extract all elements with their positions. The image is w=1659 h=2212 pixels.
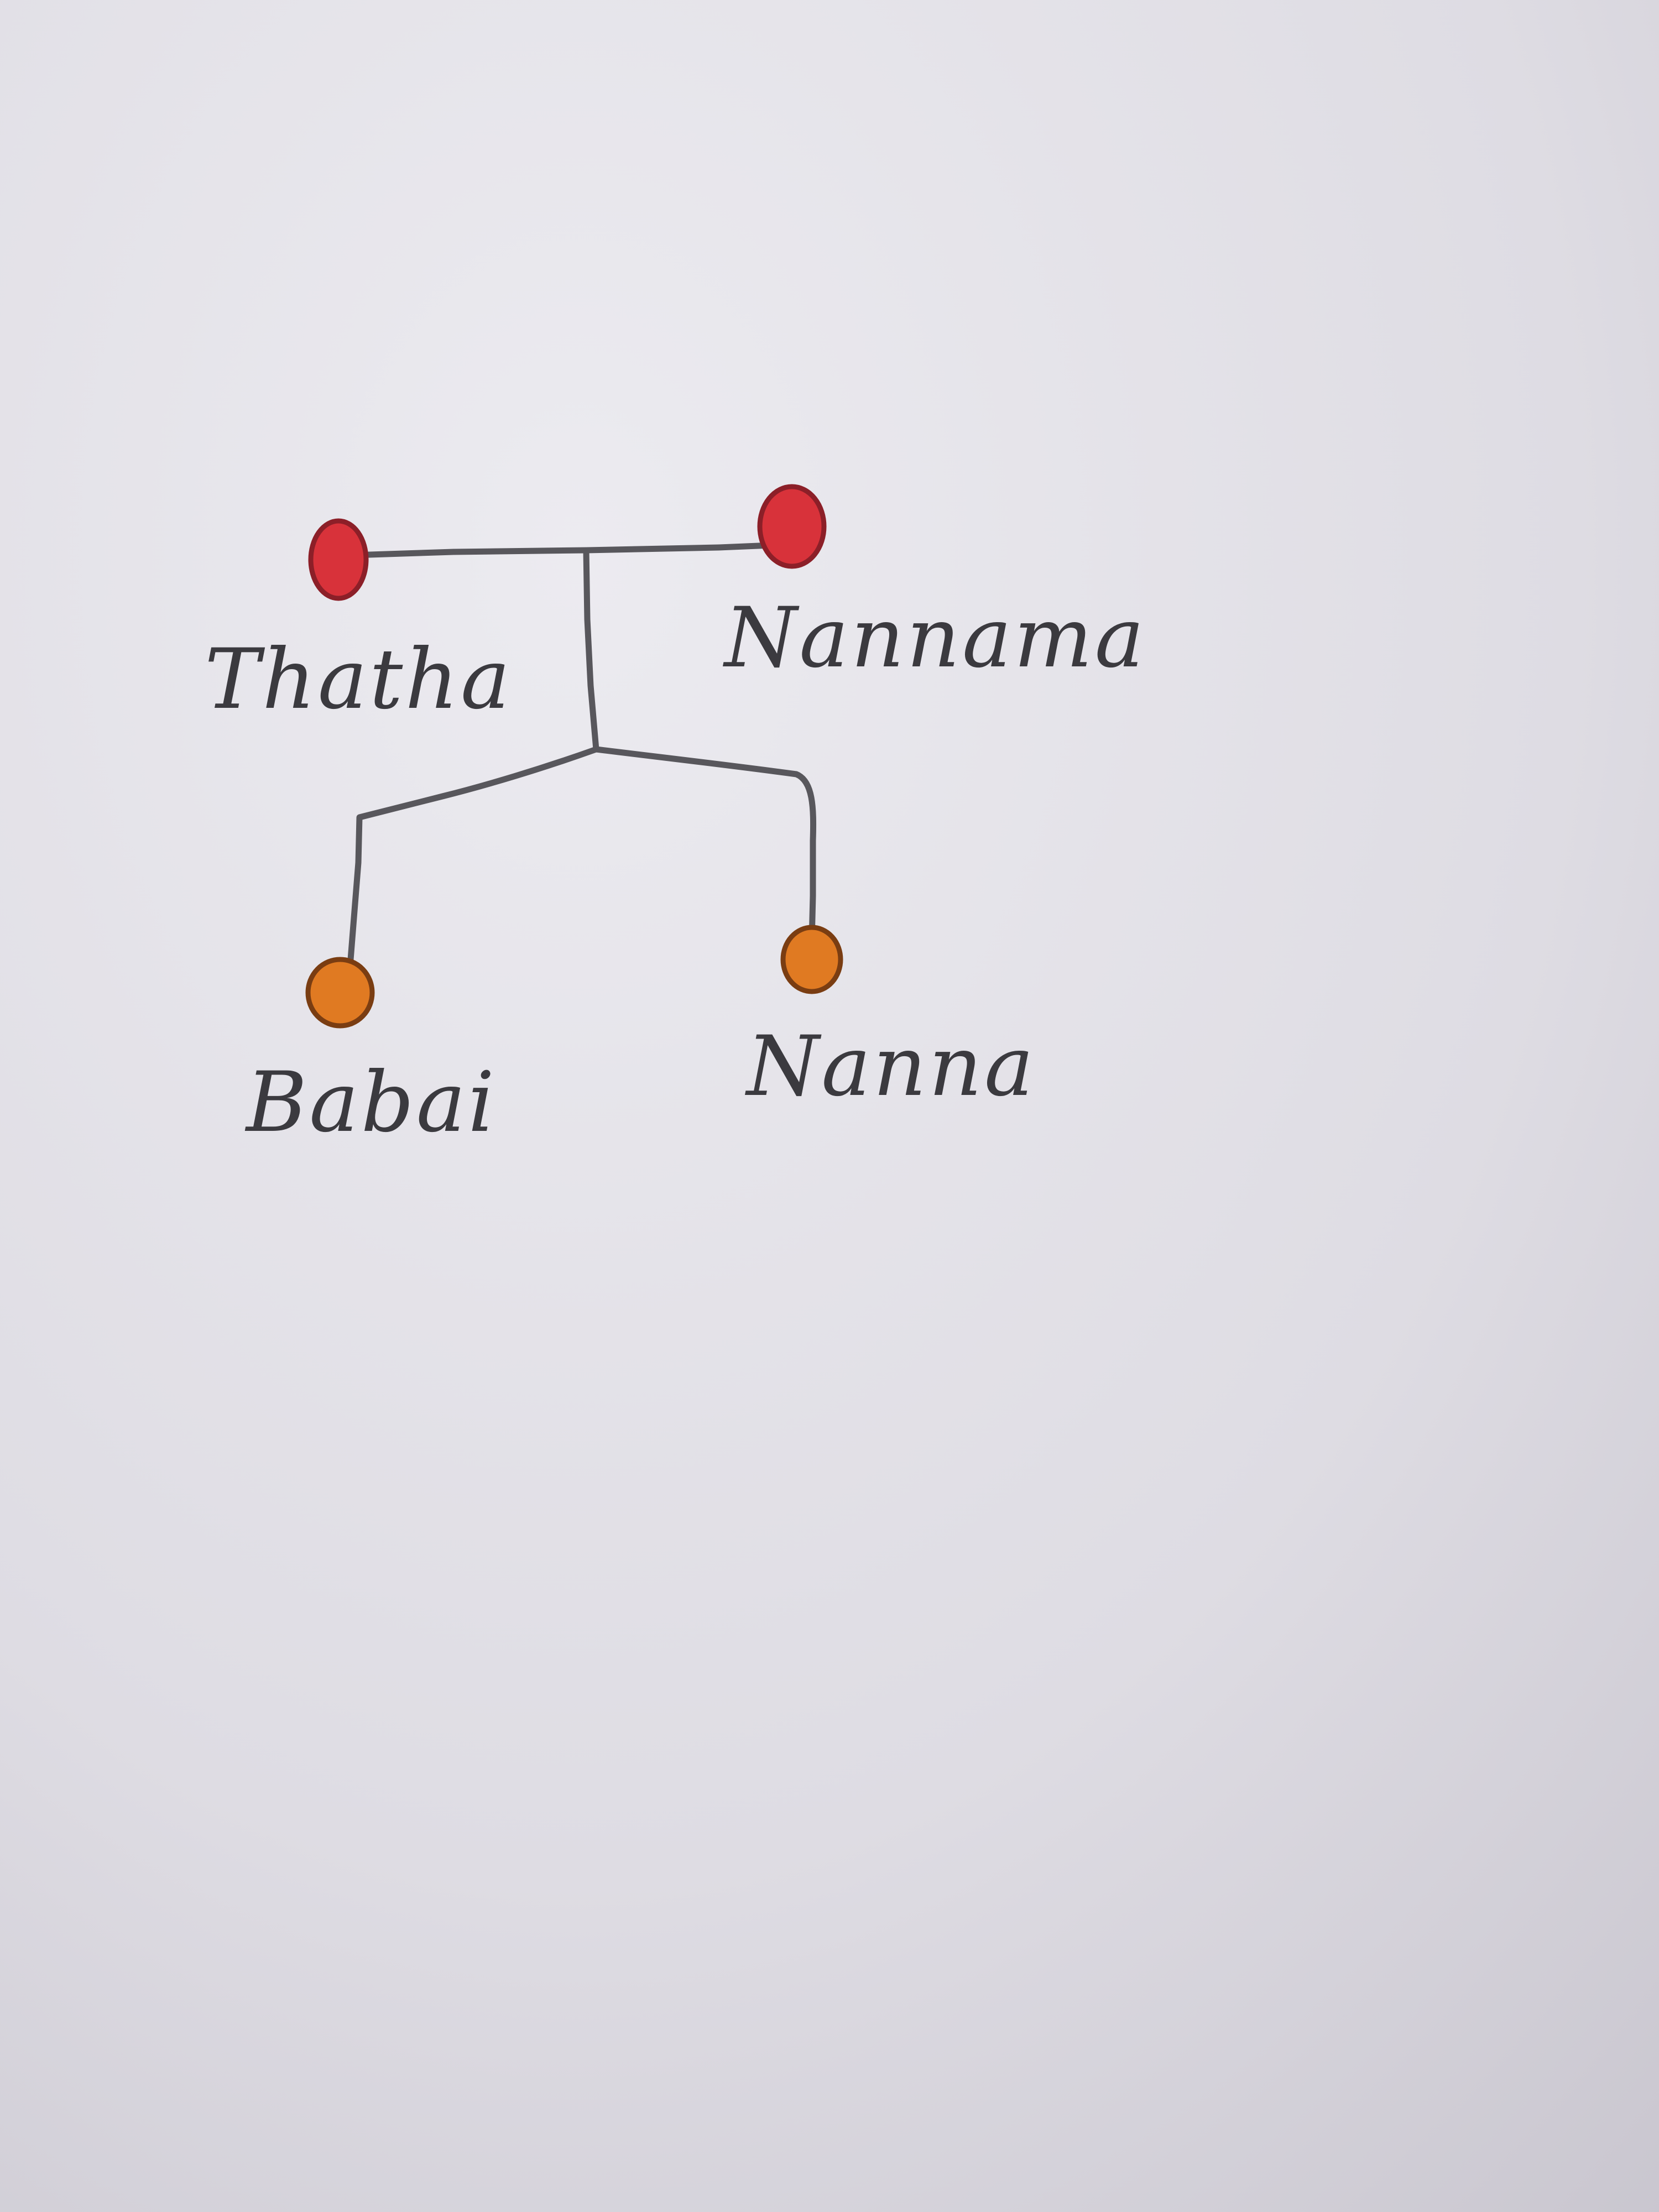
nannama-label: Nannama	[723, 590, 1146, 686]
person-thatha: Thatha	[205, 518, 512, 728]
babai-label: Babai	[244, 1055, 497, 1151]
babai-dot-icon	[305, 957, 375, 1029]
nanna-dot-icon	[780, 925, 843, 994]
thatha-label: Thatha	[205, 632, 512, 728]
person-nannama: Nannama	[723, 484, 1146, 686]
sibling-line-right	[593, 746, 817, 943]
person-nanna: Nanna	[745, 925, 1036, 1115]
nanna-label: Nanna	[745, 1019, 1036, 1115]
thatha-dot-icon	[308, 518, 369, 601]
sibling-line-left	[346, 746, 599, 977]
descent-line	[583, 547, 599, 753]
nannama-dot-icon	[757, 484, 827, 569]
person-babai: Babai	[244, 957, 497, 1151]
